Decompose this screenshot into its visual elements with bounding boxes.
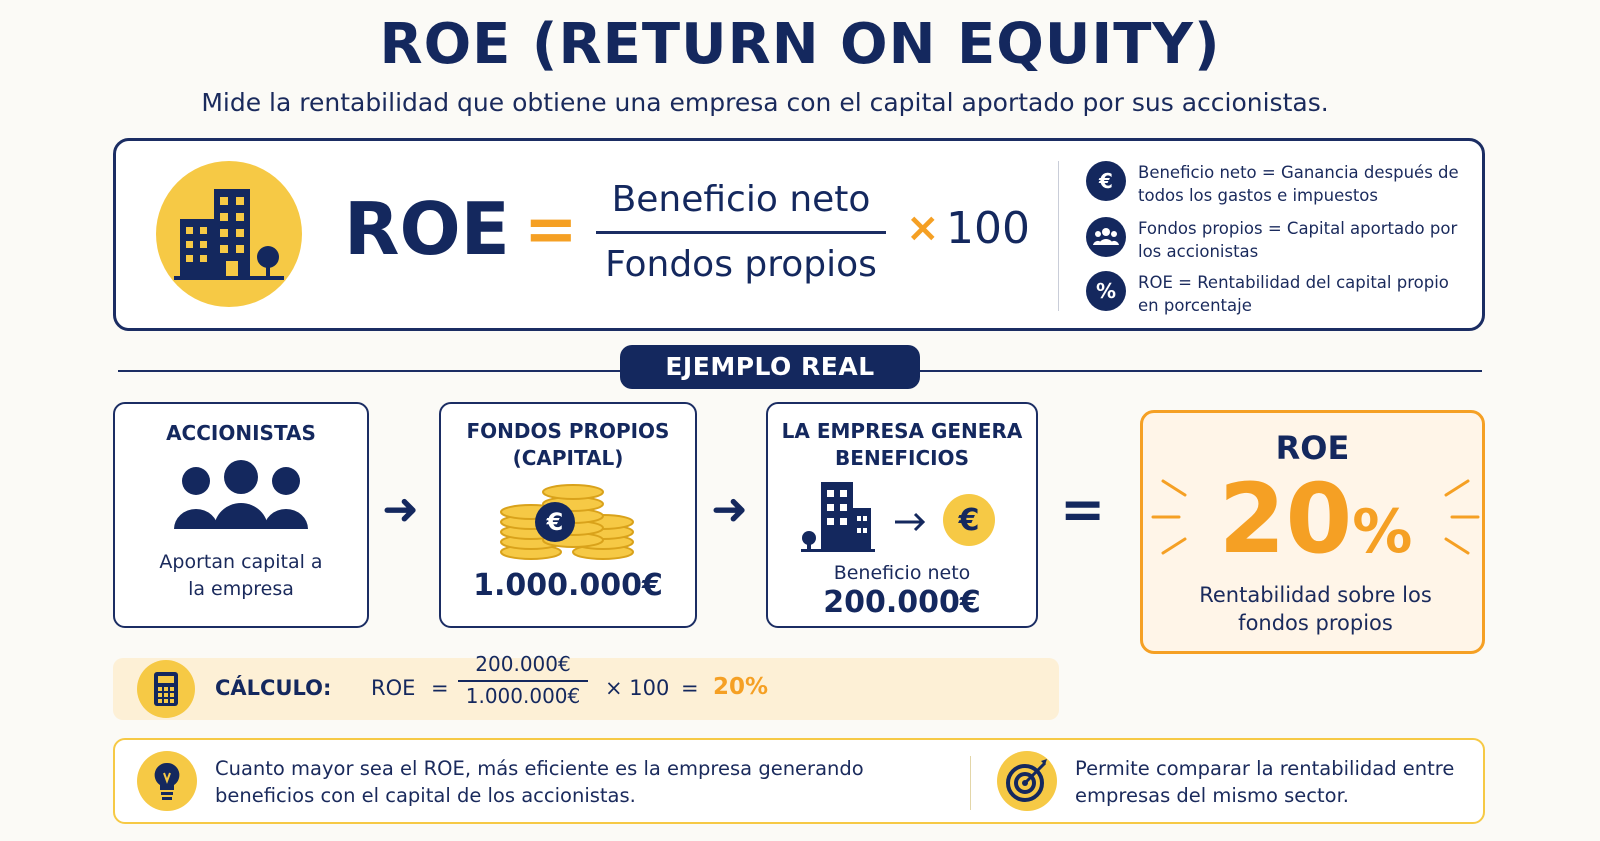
- arrow-icon: ➜: [711, 484, 748, 535]
- roe-result-value: 20: [1218, 463, 1353, 575]
- calculator-icon: [137, 660, 195, 718]
- roe-result-unit: %: [1352, 497, 1413, 567]
- svg-text:€: €: [546, 508, 564, 536]
- calc-eq2: =: [681, 676, 699, 700]
- formula-equals: =: [524, 193, 578, 267]
- building-icon: [156, 161, 302, 307]
- coins-icon: €: [441, 478, 695, 566]
- svg-text:€: €: [958, 503, 980, 538]
- card-title: ACCIONISTAS: [166, 421, 316, 445]
- calc-result: 20%: [713, 674, 769, 700]
- roe-result-text: Rentabilidad sobre los fondos propios: [1199, 583, 1432, 635]
- roe-result-title: ROE: [1275, 429, 1350, 467]
- arrow-icon: ➜: [382, 484, 419, 535]
- calc-times: × 100: [605, 676, 670, 700]
- building-to-euro-icon: €: [768, 476, 1036, 560]
- card-fondos-propios: FONDOS PROPIOS (CAPITAL) € 1.000.000€: [439, 402, 697, 628]
- legend-text: Beneficio neto = Ganancia después de tod…: [1138, 163, 1459, 205]
- people-icon: [115, 459, 367, 535]
- card-value: 1.000.000€: [473, 568, 663, 603]
- calc-eq1: =: [431, 676, 449, 700]
- formula-times: ×: [906, 205, 940, 251]
- page-title: ROE (RETURN ON EQUITY): [379, 12, 1221, 77]
- target-icon: [997, 751, 1057, 811]
- divider: [970, 756, 971, 810]
- calc-label: CÁLCULO:: [215, 676, 332, 700]
- card-title: LA EMPRESA GENERA BENEFICIOS: [781, 419, 1023, 470]
- tip-text: Permite comparar la rentabilidad entre e…: [1075, 757, 1455, 807]
- example-label: EJEMPLO REAL: [620, 345, 920, 389]
- calc-fraction-line: [458, 680, 588, 682]
- tips-panel: Cuanto mayor sea el ROE, más eficiente e…: [113, 738, 1485, 824]
- formula-denominator: Fondos propios: [605, 244, 877, 285]
- card-beneficios: LA EMPRESA GENERA BENEFICIOS € Beneficio…: [766, 402, 1038, 628]
- card-text: Aportan capital a la empresa: [159, 551, 323, 600]
- euro-icon: €: [1086, 161, 1126, 201]
- card-accionistas: ACCIONISTAS Aportan capital a la empresa: [113, 402, 369, 628]
- percent-icon: %: [1086, 271, 1126, 311]
- sparkle-icon: [1143, 467, 1488, 571]
- roe-result-value-group: 20%: [1143, 463, 1488, 575]
- formula-lhs: ROE: [344, 187, 510, 271]
- people-icon: [1086, 217, 1126, 257]
- card-title: FONDOS PROPIOS (CAPITAL): [466, 419, 670, 470]
- formula-panel: ROE = Beneficio neto Fondos propios × 10…: [113, 138, 1485, 331]
- legend-text: ROE = Rentabilidad del capital propio en…: [1138, 273, 1449, 315]
- calc-lhs: ROE: [371, 676, 416, 700]
- divider: [1058, 161, 1059, 311]
- card-text: Beneficio neto: [833, 562, 971, 584]
- formula-numerator: Beneficio neto: [611, 179, 871, 220]
- legend-text: Fondos propios = Capital aportado por lo…: [1138, 219, 1458, 261]
- fraction-line: [596, 231, 886, 234]
- formula-factor: 100: [946, 203, 1030, 254]
- result-equals: =: [1060, 478, 1106, 541]
- lightbulb-icon: [137, 751, 197, 811]
- roe-result-card: ROE 20% Rentabilidad sobre los fondos pr…: [1140, 410, 1485, 654]
- page-subtitle: Mide la rentabilidad que obtiene una emp…: [201, 88, 1329, 117]
- calc-denominator: 1.000.000€: [465, 684, 581, 708]
- card-value: 200.000€: [823, 585, 981, 620]
- calculation-bar: CÁLCULO: ROE = 200.000€ 1.000.000€ × 100…: [113, 652, 1059, 720]
- tip-text: Cuanto mayor sea el ROE, más eficiente e…: [215, 757, 864, 807]
- calc-numerator: 200.000€: [475, 652, 571, 676]
